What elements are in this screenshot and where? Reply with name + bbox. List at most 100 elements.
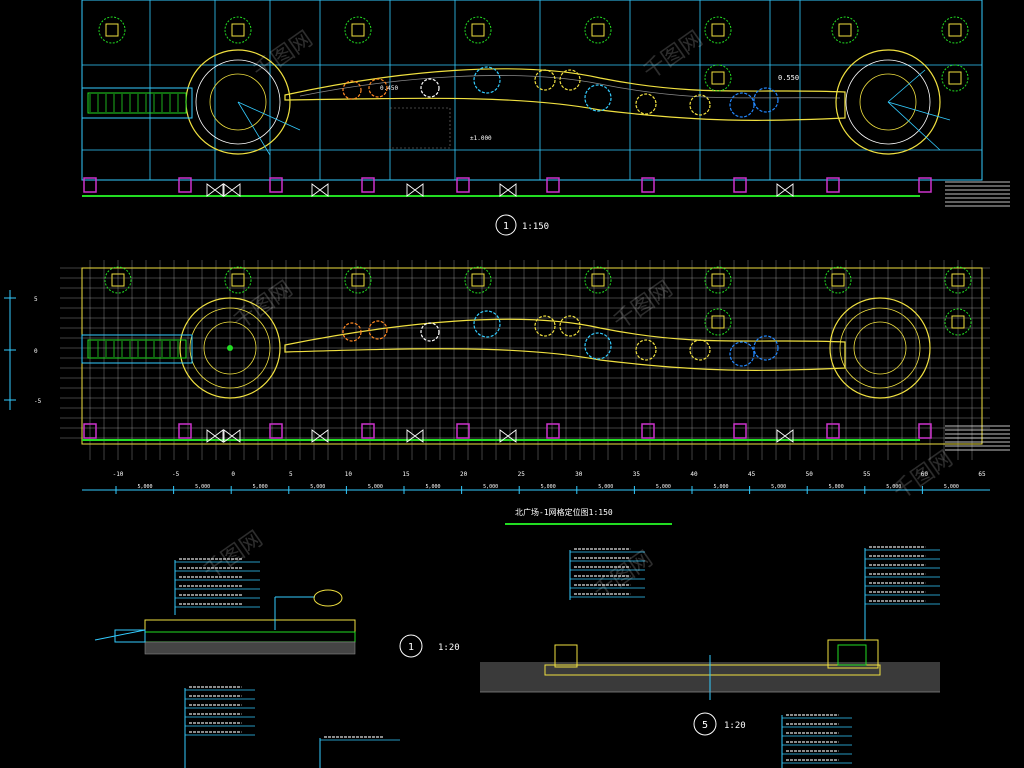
tree-pit <box>351 273 365 287</box>
grid-planting <box>689 339 711 361</box>
tree-canopy <box>831 16 859 44</box>
top-elevation-mid: ±1.000 <box>470 135 492 142</box>
grid-tree <box>584 266 612 294</box>
axis-number: 35 <box>633 471 641 478</box>
top-tree <box>704 64 732 92</box>
grid-bollard <box>83 423 97 439</box>
door-swing-symbol <box>406 183 424 197</box>
door-swing-symbol <box>311 183 329 197</box>
axis-number: 65 <box>978 471 986 478</box>
tree-canopy <box>704 16 732 44</box>
door-swing-symbol <box>223 183 241 197</box>
top-bollard <box>456 177 470 193</box>
tree-canopy <box>98 16 126 44</box>
door-swing-symbol <box>776 183 794 197</box>
grid-bollard <box>546 423 560 439</box>
grid-planting <box>559 315 581 337</box>
detail5-number: 5 <box>702 720 708 731</box>
top-bollard <box>918 177 932 193</box>
tree-canopy <box>941 64 969 92</box>
grid-bollard-row <box>83 423 932 443</box>
top-left-stair <box>81 87 193 119</box>
dimension-value: 5,000 <box>368 484 383 490</box>
tree-pit <box>231 273 245 287</box>
tree-canopy <box>104 266 132 294</box>
tree-canopy <box>944 308 972 336</box>
door-swing-symbol <box>206 429 224 443</box>
dimension-value: 5,000 <box>656 484 671 490</box>
tree-pit <box>711 273 725 287</box>
grid-bollard <box>178 423 192 439</box>
door-swing-symbol <box>499 183 517 197</box>
bottom-annotation-notes <box>185 686 852 764</box>
axis-number: 60 <box>921 471 929 478</box>
top-scale-bubble <box>495 214 517 236</box>
detail-section-1: 1 1:20 <box>94 558 460 658</box>
top-tree <box>98 16 126 44</box>
tree-pit <box>111 273 125 287</box>
detail1-left-edge <box>94 629 146 641</box>
dimension-value: 5,000 <box>944 484 959 490</box>
dimension-value: 5,000 <box>253 484 268 490</box>
grid-walkway-plantings <box>342 310 779 367</box>
detail5-left-post <box>554 644 578 668</box>
grid-tree <box>944 266 972 294</box>
tree-canopy <box>464 16 492 44</box>
top-tree-row <box>98 16 969 92</box>
tree-pit <box>231 23 245 37</box>
top-walkway-plantings <box>342 66 779 118</box>
door-swing-symbol <box>499 429 517 443</box>
axis-number: 45 <box>748 471 756 478</box>
grid-bollard <box>918 423 932 439</box>
radial-leader <box>887 101 941 151</box>
tree-canopy <box>224 266 252 294</box>
left-mark-label: -5 <box>34 398 42 405</box>
radial-leader <box>887 69 926 103</box>
grid-left-circular-plaza <box>179 297 281 399</box>
detail1-curb <box>114 629 146 643</box>
detail5-slab <box>544 664 881 676</box>
tree-pit <box>711 23 725 37</box>
grid-planting <box>473 310 501 338</box>
top-bollard <box>733 177 747 193</box>
top-elevation-left: 0.450 <box>380 85 398 92</box>
top-scale-label: 1:150 <box>522 222 549 232</box>
axis-number: 30 <box>575 471 583 478</box>
radial-leader <box>887 101 951 121</box>
top-walkway-inner <box>299 75 841 99</box>
bottom-partial-details <box>184 686 852 768</box>
grid-planting <box>420 322 440 342</box>
detail5-right-post <box>827 639 879 669</box>
top-bollard <box>641 177 655 193</box>
grid-tree-row <box>104 266 972 336</box>
dimension-value: 5,000 <box>886 484 901 490</box>
top-bollard-row <box>83 177 932 197</box>
grid-tree <box>704 308 732 336</box>
grid-tree <box>104 266 132 294</box>
detail1-tag <box>313 589 343 607</box>
detail1-number: 1 <box>408 642 414 653</box>
door-swing-symbol <box>206 183 224 197</box>
tree-canopy <box>704 266 732 294</box>
grid-right-circular-plaza <box>829 297 931 399</box>
axis-number: 5 <box>289 471 293 478</box>
grid-bollard <box>269 423 283 439</box>
tree-canopy <box>944 266 972 294</box>
tree-canopy <box>344 266 372 294</box>
grid-planting <box>368 320 388 340</box>
tree-canopy <box>584 16 612 44</box>
grid-stair-steps <box>89 341 179 357</box>
tree-canopy <box>344 16 372 44</box>
tree-pit <box>948 71 962 85</box>
tree-canopy <box>704 64 732 92</box>
door-swing-symbol <box>406 429 424 443</box>
tree-pit <box>948 23 962 37</box>
grid-bollard <box>826 423 840 439</box>
dimension-value: 5,000 <box>713 484 728 490</box>
grid-left-marks: 50-5 <box>4 296 42 405</box>
detail5-scale: 1:20 <box>724 721 746 731</box>
tree-pit <box>351 23 365 37</box>
grid-tree <box>944 308 972 336</box>
top-dimension-leaders <box>237 69 951 156</box>
